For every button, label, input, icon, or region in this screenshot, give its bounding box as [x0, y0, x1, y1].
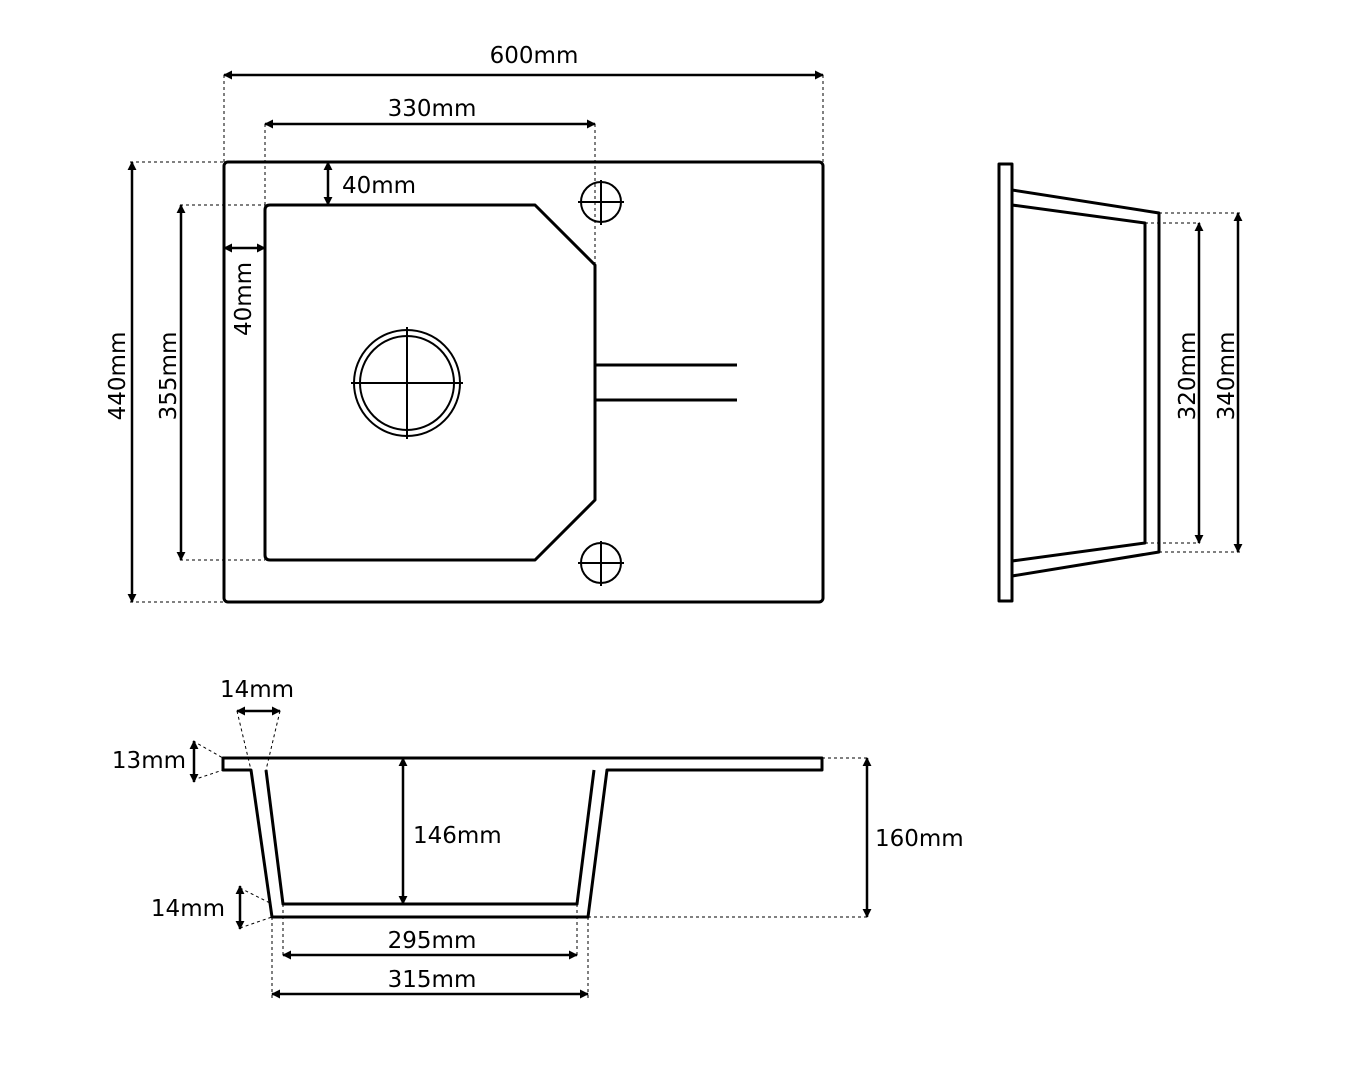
drain-icon: [351, 327, 463, 439]
top-view: 600mm 330mm 40mm 40mm 440mm 355mm: [105, 43, 825, 604]
sink-outline: [222, 160, 825, 604]
basin-width-label: 330mm: [388, 96, 477, 122]
bottom-inner-label: 295mm: [388, 928, 477, 954]
bottom-outer-label: 315mm: [388, 967, 477, 993]
basin-side-outer: [1011, 188, 1161, 578]
basin-top-margin-label: 40mm: [342, 173, 416, 199]
wall-thickness-label: 14mm: [220, 677, 294, 703]
inner-height-label: 320mm: [1175, 332, 1201, 421]
section-profile: [221, 756, 824, 919]
basin-outline: [263, 203, 597, 562]
tap-hole-top-icon: [578, 180, 624, 225]
floor-thickness-label: 14mm: [151, 896, 225, 922]
width-label: 600mm: [490, 43, 579, 69]
outer-height-label: 340mm: [1214, 332, 1240, 421]
basin-side-margin-label: 40mm: [231, 262, 257, 336]
tap-hole-bottom-icon: [578, 541, 624, 586]
overflow-channel: [595, 363, 737, 402]
rim-thickness-label: 13mm: [112, 748, 186, 774]
basin-height-label: 355mm: [156, 332, 182, 421]
total-depth-label: 160mm: [875, 826, 964, 852]
inner-depth-label: 146mm: [413, 823, 502, 849]
side-view: 320mm 340mm: [997, 162, 1243, 603]
section-view: 14mm 13mm 14mm 146mm 160mm 295mm 315mm: [112, 677, 964, 999]
height-label: 440mm: [105, 332, 131, 421]
section-inner-wall: [264, 769, 596, 906]
basin-side-inner: [1011, 203, 1147, 563]
rim-edge: [997, 162, 1014, 603]
